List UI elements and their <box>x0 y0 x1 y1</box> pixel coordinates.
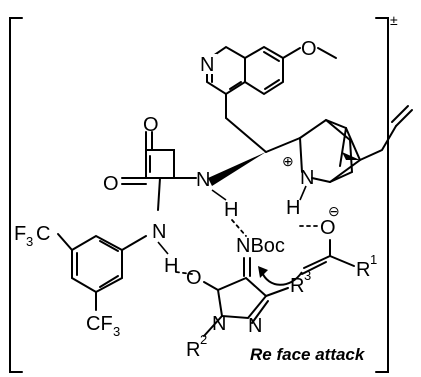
enolate-minus-label: ⊖ <box>328 203 340 219</box>
pyrazolone-ring <box>203 276 289 337</box>
cf3-top-c-label: C <box>36 223 50 245</box>
left-bracket <box>9 17 23 373</box>
charge-marker: ± <box>390 12 398 28</box>
quinoline-ring <box>206 45 337 119</box>
quinuclidine-h-label: H <box>286 197 300 219</box>
nboc-label: NBoc <box>236 235 285 257</box>
r3-sup-label: 3 <box>304 268 311 283</box>
ammonium-plus-label: ⊕ <box>282 153 294 169</box>
quinuclidine-cage <box>299 105 413 183</box>
pyrazolone-n1-label: N <box>212 313 226 335</box>
r2-label: R <box>186 339 200 361</box>
right-bracket <box>375 17 389 373</box>
attack-arrowhead <box>258 266 268 278</box>
pyrazolone-n2-label: N <box>248 315 262 337</box>
cf3-bottom-label: CF <box>86 313 113 335</box>
hbond-aryl-pyrazolone <box>175 271 193 275</box>
stereocenter-bonds <box>208 117 301 186</box>
r2-sup-label: 2 <box>200 332 207 347</box>
attack-arrow <box>261 271 303 286</box>
pyrazolone-o-label: O <box>186 267 202 289</box>
quinuclidine-n-label: N <box>300 167 314 189</box>
r1-label: R <box>356 259 370 281</box>
cf3-top-f-label: F <box>14 223 26 245</box>
squaramide-o-top-label: O <box>143 114 159 136</box>
aryl-nh-h-label: H <box>164 255 178 277</box>
aryl-ring <box>57 233 147 311</box>
r3-label: R <box>290 275 304 297</box>
quinoline-n-label: N <box>200 54 214 76</box>
quinuclidine-nh-bond <box>299 185 307 201</box>
enolate-o-label: O <box>320 217 336 239</box>
cf3-top-sub-label: 3 <box>26 234 33 249</box>
squaramide-nh-h-label: H <box>224 199 238 221</box>
squaramide-ring <box>121 131 197 211</box>
squaramide-nh-n-label: N <box>196 169 210 191</box>
cf3-bottom-sub-label: 3 <box>113 324 120 339</box>
nh-bond <box>211 189 227 201</box>
aryl-nh-bond <box>157 241 169 255</box>
hbond-squaramide-nboc <box>231 219 247 237</box>
methoxy-o-label: O <box>301 38 317 60</box>
enolate-bonds <box>301 239 355 275</box>
aryl-nh-n-label: N <box>152 221 166 243</box>
r1-sup-label: 1 <box>370 252 377 267</box>
squaramide-o-left-label: O <box>103 173 119 195</box>
caption-text: Re face attack <box>250 345 366 364</box>
